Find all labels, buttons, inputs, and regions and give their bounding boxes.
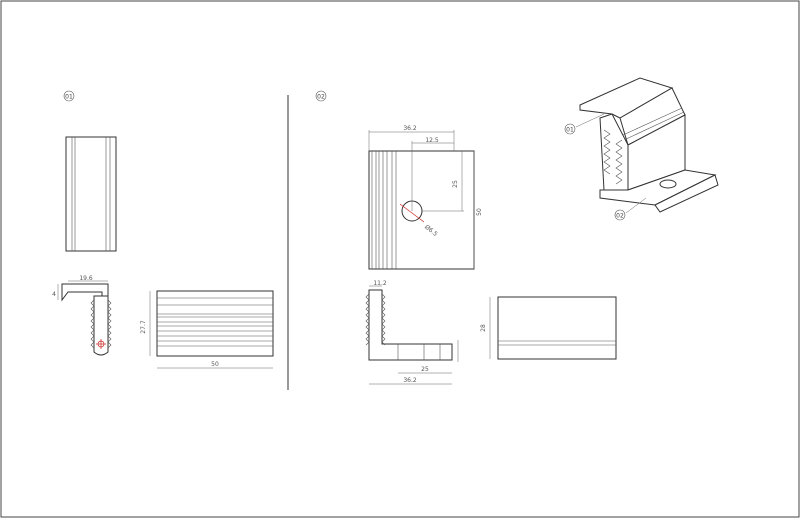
dim-19-6: 19.6: [79, 275, 93, 282]
dim-36-2-bot: 36.2: [403, 377, 417, 384]
dim-27-7: 27.7: [140, 320, 147, 334]
iso-callout-02-marker: [614, 209, 626, 221]
dim-28: 28: [480, 324, 487, 332]
dim-50-a: 50: [211, 361, 219, 368]
dim-11-2: 11.2: [373, 280, 387, 287]
dim-36-2-top: 36.2: [403, 125, 417, 132]
iso-hole: [659, 179, 677, 189]
iso-callout-02: 02: [616, 213, 624, 220]
dim-25-h: 25: [421, 366, 429, 373]
end-clamp-length-view: 28: [480, 296, 617, 360]
end-clamp-top-view: 36.2 12.5 25 50 Ø6.5: [368, 125, 483, 270]
iso-callout-01: 01: [566, 127, 574, 134]
view-02-marker: [315, 90, 327, 102]
iso-callout-01-marker: [564, 123, 576, 135]
view-01-marker: [63, 90, 75, 102]
view-02: 02 36.2 12.5 25 50 Ø6.5: [315, 77, 719, 385]
view-01: 01 19.6 4: [52, 90, 274, 369]
view-01-label: 01: [65, 94, 73, 101]
clamp-length-view: 27.7 50: [140, 290, 274, 369]
end-clamp-side-profile: 11.2 25 36.2: [365, 280, 459, 385]
view-02-label: 02: [317, 94, 325, 101]
end-clamp-isometric-view: 01 02: [564, 77, 719, 221]
dim-25-v: 25: [452, 180, 459, 188]
dim-4: 4: [52, 291, 56, 298]
clamp-side-profile: 19.6 4: [52, 275, 112, 356]
clamp-front-view: [65, 136, 117, 252]
dim-50-v: 50: [476, 208, 483, 216]
dim-12-5: 12.5: [425, 137, 439, 144]
